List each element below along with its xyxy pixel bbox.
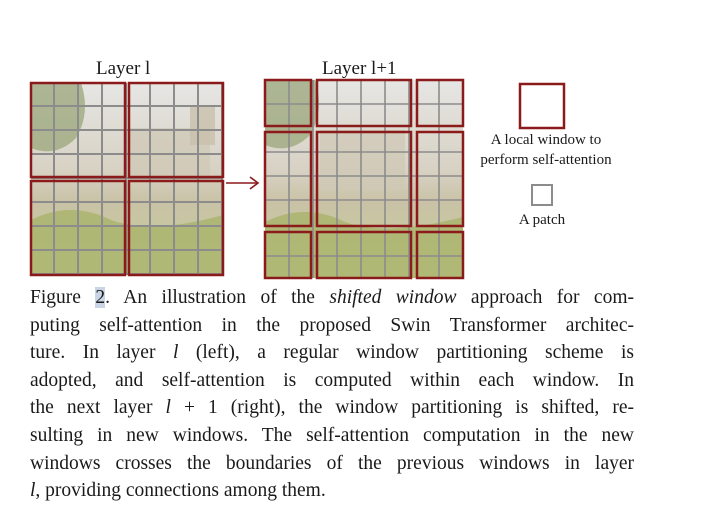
window-l-bottom-right: [127, 179, 225, 277]
caption-line-6: sulting in new windows. The self-attenti…: [30, 424, 634, 446]
window-l-top-right: [127, 81, 225, 179]
window-l1-r1c1: [263, 78, 313, 128]
window-l1-r3c3: [415, 230, 465, 280]
caption-text: the next layer: [30, 397, 166, 419]
layer-l1-windows: [263, 78, 465, 280]
caption-figure-number: 2: [95, 287, 106, 308]
caption-text: . An illustration of the: [105, 287, 330, 308]
caption-text: + 1 (right), the window partitioning is …: [170, 397, 634, 419]
caption-math-var: l: [165, 397, 171, 419]
figure-caption: Figure 2. An illustration of the shifted…: [30, 284, 634, 505]
caption-line-4: adopted, and self-attention is computed …: [30, 369, 634, 391]
window-l1-r2c1: [263, 130, 313, 228]
window-legend-label-line2: perform self-attention: [480, 152, 612, 168]
left-layer-title: Layer l: [96, 58, 151, 79]
caption-figure-label: Figure: [30, 287, 96, 308]
caption-line-3: ture. In layer l (left), a regular windo…: [30, 339, 634, 367]
window-l1-r2c3: [415, 130, 465, 228]
shifted-window-figure: [29, 78, 566, 280]
caption-text: ture. In layer: [30, 342, 173, 364]
caption-text: (left), a regular window partitioning sc…: [178, 342, 634, 364]
window-l-top-left: [29, 81, 127, 179]
caption-math-var: l: [30, 480, 36, 502]
caption-emphasis: shifted window: [329, 287, 457, 308]
window-l1-r3c1: [263, 230, 313, 280]
garden-foliage-right: [265, 212, 463, 278]
window-l1-r3c2: [315, 230, 413, 280]
right-arrow-icon: [226, 176, 260, 190]
window-l1-r1c3: [415, 78, 465, 128]
caption-line-8: l, providing connections among them.: [30, 477, 634, 505]
caption-line-2: puting self-attention in the proposed Sw…: [30, 314, 634, 336]
caption-math-var: l: [172, 342, 179, 364]
layer-l-windows: [29, 81, 225, 277]
caption-line-1: Figure 2. An illustration of the shifted…: [30, 284, 634, 312]
caption-text: approach for com-: [456, 287, 634, 308]
caption-line-5: the next layer l + 1 (right), the window…: [30, 394, 634, 422]
patch-legend-icon: [531, 184, 553, 206]
window-legend-icon: [518, 82, 566, 130]
window-l1-r2c2: [315, 130, 413, 228]
caption-text: , providing connections among them.: [35, 480, 326, 502]
window-legend-label-line1: A local window to: [490, 132, 602, 148]
layer-l1-image: [265, 80, 463, 278]
window-l-bottom-left: [29, 179, 127, 277]
right-layer-title: Layer l+1: [322, 58, 397, 79]
caption-line-7: windows crosses the boundaries of the pr…: [30, 452, 634, 474]
layer-l-image: [31, 83, 223, 275]
patch-legend-label: A patch: [518, 212, 566, 228]
window-legend-label: A local window to perform self-attention: [462, 130, 630, 170]
window-l1-r1c2: [315, 78, 413, 128]
